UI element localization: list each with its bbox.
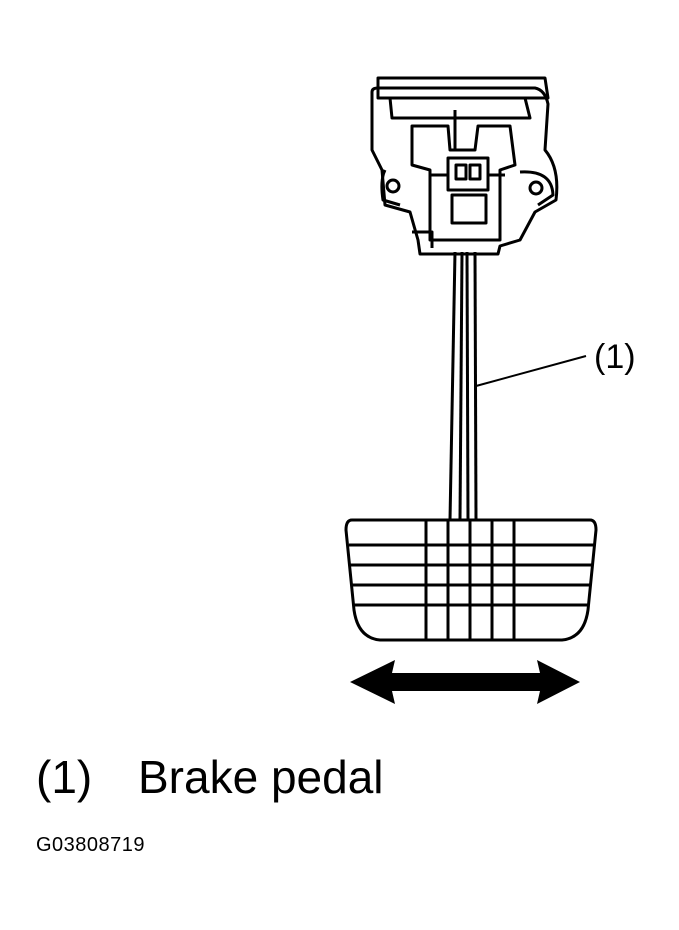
- callout-1: (1): [475, 338, 636, 387]
- pedal-arm: [448, 251, 478, 521]
- legend-item-1: (1) Brake pedal: [36, 750, 384, 804]
- figure-id: G03808719: [36, 834, 146, 856]
- movement-double-arrow: [350, 660, 580, 704]
- legend-number: (1): [36, 751, 93, 803]
- callout-leader-line: [475, 355, 587, 387]
- callout-label: (1): [594, 338, 636, 376]
- legend-label: Brake pedal: [138, 751, 384, 803]
- pedal-pad: [344, 518, 598, 642]
- pedal-bracket: [370, 76, 559, 256]
